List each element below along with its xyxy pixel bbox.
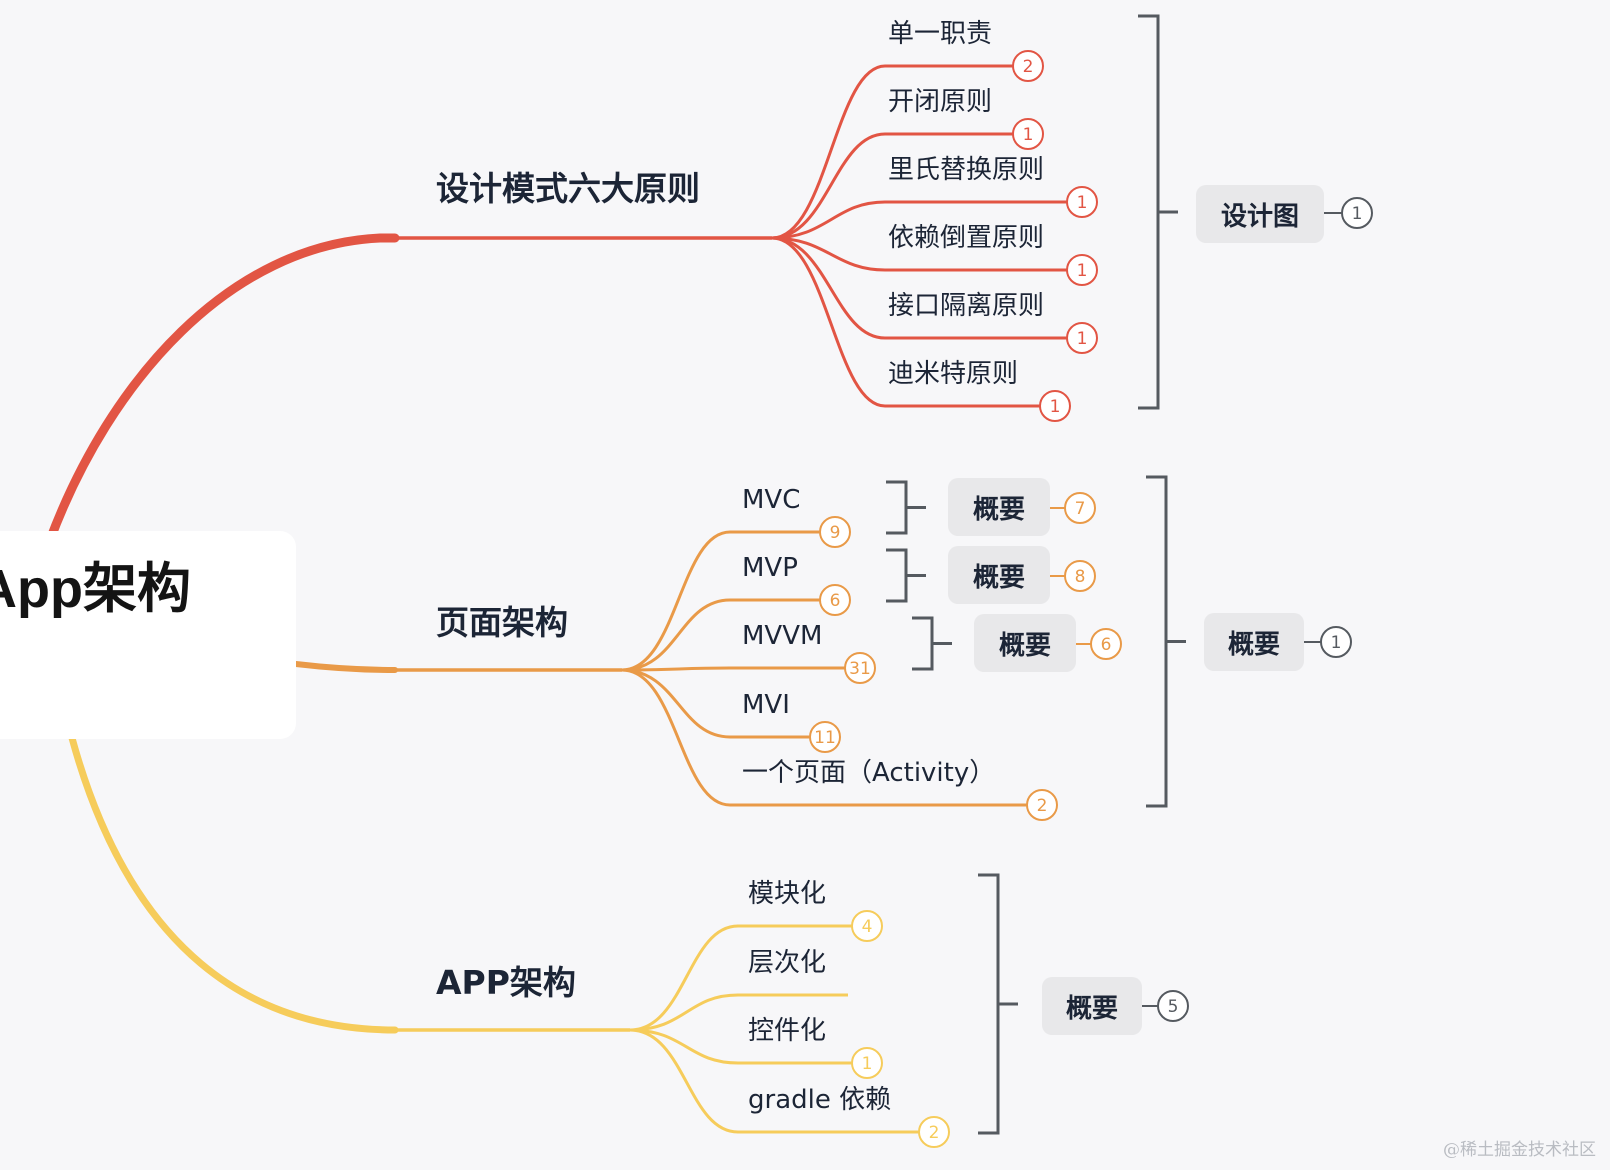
- item-line-0-0: [771, 64, 1013, 240]
- item-summary-count-badge-2-text: 6: [1101, 635, 1112, 655]
- item-count-badge-0-1-text: 1: [1023, 125, 1034, 145]
- item-count-badge-2-0: [851, 910, 883, 942]
- item-line-1-0: [621, 530, 820, 672]
- item-label-0-0[interactable]: 单一职责: [888, 19, 993, 49]
- item-count-badge-1-4-text: 2: [1037, 796, 1048, 816]
- item-count-badge-2-2-text: 1: [862, 1054, 873, 1074]
- root-node-label: App架构: [0, 559, 191, 619]
- item-count-badge-0-3: [1066, 254, 1098, 286]
- item-label-0-5[interactable]: 迪米特原则: [888, 359, 1019, 389]
- item-summary-node-2[interactable]: 概要: [974, 614, 1076, 672]
- item-count-badge-0-2-text: 1: [1077, 193, 1088, 213]
- summary-bracket-2: [978, 873, 1018, 1135]
- item-line-1-1: [621, 598, 820, 672]
- item-count-badge-0-1: [1012, 118, 1044, 150]
- summary-count-badge-0: [1341, 197, 1373, 229]
- item-label-2-1[interactable]: 层次化: [748, 948, 827, 978]
- item-count-badge-2-0-text: 4: [862, 917, 873, 937]
- item-label-2-3[interactable]: gradle 依赖: [748, 1085, 892, 1115]
- item-line-0-2: [771, 200, 1067, 240]
- summary-node-0[interactable]: 设计图: [1196, 185, 1324, 243]
- item-count-badge-0-4: [1066, 322, 1098, 354]
- item-count-badge-1-3-text: 11: [814, 728, 836, 748]
- item-count-badge-1-0: [819, 516, 851, 548]
- watermark: @稀土掘金技术社区: [1443, 1140, 1596, 1160]
- trunk-orange: [293, 661, 398, 673]
- item-count-badge-2-2: [851, 1047, 883, 1079]
- item-count-badge-0-5: [1039, 390, 1071, 422]
- trunk-red: [45, 233, 400, 545]
- item-label-1-1[interactable]: MVP: [742, 553, 798, 583]
- item-label-0-3[interactable]: 依赖倒置原则: [888, 223, 1045, 253]
- item-count-badge-1-4: [1026, 789, 1058, 821]
- summary-count-badge-1-text: 1: [1331, 633, 1342, 653]
- summary-count-badge-2-text: 5: [1168, 997, 1179, 1017]
- item-line-2-3: [629, 1028, 919, 1134]
- summary-node-2[interactable]: 概要: [1042, 977, 1142, 1035]
- item-count-badge-0-3-text: 1: [1077, 261, 1088, 281]
- item-summary-bracket-2: [912, 616, 952, 671]
- item-line-1-4: [621, 668, 1027, 807]
- item-summary-count-badge-0-text: 7: [1075, 499, 1086, 519]
- item-line-2-1: [629, 993, 848, 1032]
- item-count-badge-1-2-text: 31: [849, 659, 871, 679]
- branch-label-1[interactable]: 页面架构: [436, 603, 568, 642]
- item-label-0-2[interactable]: 里氏替换原则: [888, 155, 1045, 185]
- item-line-2-0: [629, 924, 852, 1032]
- item-label-2-0[interactable]: 模块化: [748, 879, 827, 909]
- root-node[interactable]: [0, 531, 296, 739]
- item-label-1-4[interactable]: 一个页面（Activity）: [742, 758, 996, 788]
- item-label-0-1[interactable]: 开闭原则: [888, 87, 993, 117]
- item-count-badge-0-0: [1012, 50, 1044, 82]
- item-line-2-2: [629, 1028, 852, 1065]
- item-label-0-4[interactable]: 接口隔离原则: [888, 291, 1045, 321]
- item-summary-bracket-1: [886, 548, 926, 603]
- item-count-badge-0-4-text: 1: [1077, 329, 1088, 349]
- item-count-badge-0-0-text: 2: [1023, 57, 1034, 77]
- item-count-badge-0-2: [1066, 186, 1098, 218]
- item-summary-bracket-0: [886, 480, 926, 535]
- summary-bracket-1: [1146, 475, 1186, 808]
- item-count-badge-1-1-text: 6: [830, 591, 841, 611]
- item-label-1-2[interactable]: MVVM: [742, 621, 823, 651]
- item-label-1-3[interactable]: MVI: [742, 690, 790, 720]
- item-summary-count-badge-2: [1090, 628, 1122, 660]
- item-line-0-1: [771, 132, 1013, 240]
- summary-count-badge-0-text: 1: [1352, 204, 1363, 224]
- item-line-1-3: [621, 668, 810, 739]
- item-count-badge-1-2: [844, 652, 876, 684]
- item-count-badge-1-0-text: 9: [830, 523, 841, 543]
- item-summary-count-badge-0: [1064, 492, 1096, 524]
- item-summary-node-0[interactable]: 概要: [948, 478, 1050, 536]
- summary-node-1[interactable]: 概要: [1204, 613, 1304, 671]
- item-line-0-5: [771, 236, 1040, 408]
- item-count-badge-1-3: [809, 721, 841, 753]
- item-count-badge-0-5-text: 1: [1050, 397, 1061, 417]
- item-line-0-4: [771, 236, 1067, 340]
- item-summary-count-badge-1-text: 8: [1075, 567, 1086, 587]
- item-count-badge-2-3: [918, 1116, 950, 1148]
- summary-bracket-0: [1138, 14, 1178, 410]
- item-line-1-2: [621, 666, 845, 672]
- item-summary-node-1[interactable]: 概要: [948, 546, 1050, 604]
- trunk-yellow: [68, 734, 399, 1034]
- item-label-2-2[interactable]: 控件化: [748, 1016, 827, 1046]
- branch-label-2[interactable]: APP架构: [436, 963, 576, 1002]
- summary-count-badge-2: [1157, 990, 1189, 1022]
- summary-count-badge-1: [1320, 626, 1352, 658]
- item-summary-count-badge-1: [1064, 560, 1096, 592]
- item-count-badge-1-1: [819, 584, 851, 616]
- branch-label-0[interactable]: 设计模式六大原则: [436, 169, 700, 208]
- item-label-1-0[interactable]: MVC: [742, 485, 801, 515]
- item-line-0-3: [771, 236, 1067, 272]
- item-count-badge-2-3-text: 2: [929, 1123, 940, 1143]
